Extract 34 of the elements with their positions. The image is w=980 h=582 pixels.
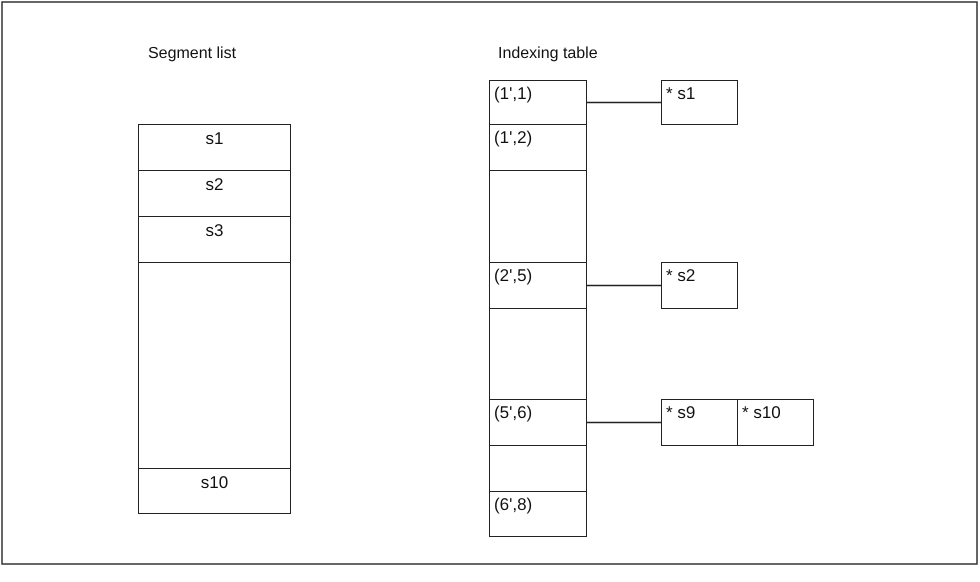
table-cell xyxy=(661,399,738,446)
table-cell xyxy=(489,262,587,309)
empty-cell xyxy=(489,308,587,400)
list-cell xyxy=(138,468,291,514)
cell-text: (1',1) xyxy=(494,84,532,104)
connector-line xyxy=(587,422,661,424)
cell-text: (5',6) xyxy=(494,403,532,423)
empty-cell xyxy=(489,445,587,492)
cell-text: * s1 xyxy=(666,84,696,104)
table-cell xyxy=(737,399,814,446)
cell-text: s2 xyxy=(204,175,224,195)
cell-text: s1 xyxy=(204,129,224,149)
cell-text: s10 xyxy=(200,473,230,493)
cell-text: (2',5) xyxy=(494,266,532,286)
cell-text: (6',8) xyxy=(494,495,532,515)
column-heading: Indexing table xyxy=(498,44,598,64)
connector-line xyxy=(587,102,661,104)
list-cell xyxy=(138,170,291,217)
connector-line xyxy=(587,284,661,286)
table-cell xyxy=(489,80,587,125)
cell-text: * s10 xyxy=(742,403,781,423)
table-cell xyxy=(661,262,738,309)
table-cell xyxy=(489,491,587,537)
cell-text: (1',2) xyxy=(494,128,532,148)
list-cell xyxy=(138,124,291,171)
cell-text: * s2 xyxy=(666,266,696,286)
list-cell xyxy=(138,216,291,263)
table-cell xyxy=(489,124,587,171)
cell-text: * s9 xyxy=(666,403,696,423)
column-heading: Segment list xyxy=(148,44,236,64)
table-cell xyxy=(489,399,587,446)
table-cell xyxy=(661,80,738,125)
empty-cell xyxy=(489,170,587,263)
cell-text: s3 xyxy=(204,221,224,241)
